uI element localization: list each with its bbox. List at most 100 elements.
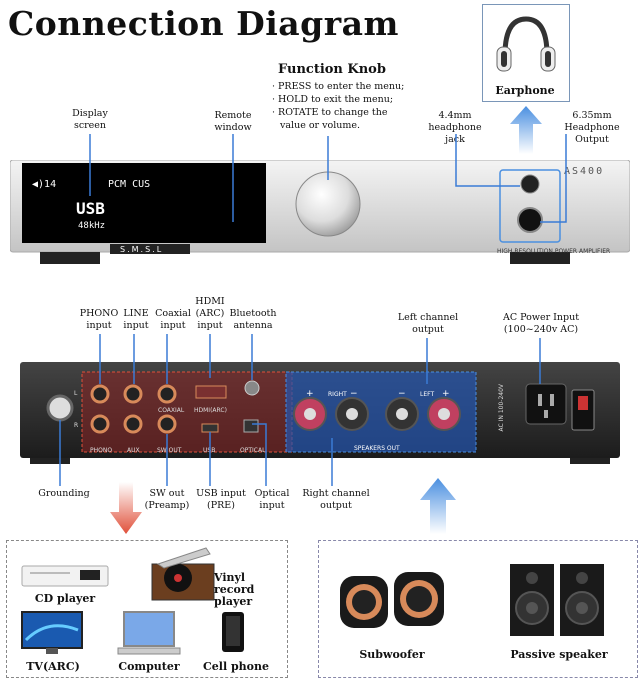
label-line: Optical [254,488,290,499]
volume-value: 14 [44,179,57,190]
label-line: Remote [214,110,252,121]
usb-input-label: USB input (PRE) [192,488,250,512]
laptop-icon [117,611,181,655]
arrow-up-icon [510,106,542,154]
panel-coaxial-text: COAXIAL [158,407,185,414]
input-indicator: USB [76,199,105,218]
panel-swout-text: SW OUT [157,447,182,454]
label-line: (PRE) [207,500,235,511]
model-label: AS400 [564,166,605,177]
label-line: SW out [149,488,185,499]
label-line: 4.4mm [438,110,472,121]
panel-right-minus: − [350,389,358,399]
cell-phone-icon [222,612,244,652]
label-line: (Preamp) [144,500,190,511]
aux-r-port [123,414,143,434]
page-title: Connection Diagram [8,4,399,43]
subwoofer-icon [340,572,444,628]
headphone-icon [496,16,556,72]
panel-optical-text: OPTICAL [240,447,266,454]
arrow-up-icon [420,478,456,534]
panel-usb-text: USB [203,447,216,454]
knob-line: · ROTATE to change the [272,107,388,118]
knob-line: · HOLD to exit the menu; [272,94,394,105]
label-line: HDMI [195,296,225,307]
source-cell-phone: Cell phone [203,660,269,673]
passive-speaker-icon [510,564,604,636]
remote-label: Remote window [206,110,260,134]
volume-indicator: ◀)14 [32,179,57,190]
label-line: 6.35mm [572,110,612,121]
label-line: window [214,122,252,133]
grounding-label: Grounding [38,488,90,499]
output-subwoofer: Subwoofer [359,648,425,661]
optical-input-label: Optical input [250,488,294,512]
panel-right-text: RIGHT [328,391,347,398]
label-line: input [86,320,112,331]
knob-line: · PRESS to enter the menu; [272,81,405,92]
panel-left-text: LEFT [420,391,435,398]
label-line: Display [72,108,108,119]
display-screen: ◀)14 PCM CUS USB 48kHz [22,163,266,243]
phono-input-label: PHONO input [76,308,122,332]
hdmi-port [195,385,227,399]
jack44-port [520,174,540,194]
label-line: Left channel [397,312,459,323]
label-line: Bluetooth [229,308,277,319]
label-line: output [320,500,352,511]
phono-l-port [90,384,110,404]
earphone-label: Earphone [495,84,555,97]
right-channel-label: Right channel output [298,488,374,512]
output-passive-speaker: Passive speaker [510,648,608,661]
knob-instructions: · PRESS to enter the menu; · HOLD to exi… [272,80,404,132]
left-channel-label: Left channel output [390,312,466,336]
outputs-box [318,540,638,678]
source-vinyl-player: Vinyl record player [214,571,255,608]
earphone-box [482,4,570,102]
jack635-label: 6.35mm Headphone Output [546,110,638,146]
label-line: LINE [123,308,149,319]
optical-port [243,419,259,433]
tv-icon [21,611,83,654]
label-line: AC Power Input [502,312,580,323]
label-line: headphone jack [428,122,482,145]
label-line: Right channel [302,488,370,499]
label-line: input [197,320,223,331]
swout-port [157,414,177,434]
label-line: Coaxial [155,308,191,319]
line-input-label: LINE input [116,308,156,332]
coaxial-input-label: Coaxial input [150,308,196,332]
panel-l-text: L [74,390,78,397]
label-line: Headphone Output [564,122,620,145]
panel-speakers-text: SPEAKERS OUT [354,445,400,452]
label-line: input [259,500,285,511]
panel-right-plus: + [306,389,314,399]
label-line: (100~240v AC) [503,324,579,335]
ac-power-label: AC Power Input (100~240v AC) [498,312,584,336]
panel-hdmi-text: HDMI(ARC) [194,407,227,414]
knob-line: value or volume. [280,120,361,131]
jack635-port [517,207,543,233]
panel-phono-text: PHONO [90,447,113,454]
ac-socket [525,383,567,425]
panel-left-plus: + [442,389,450,399]
panel-aux-text: AUX [127,447,140,454]
vinyl-player-icon [151,547,215,601]
rate-indicator: 48kHz [78,221,106,231]
bluetooth-antenna-port [244,380,260,396]
label-line: PHONO [79,308,119,319]
swout-label: SW out (Preamp) [136,488,198,512]
source-tv: TV(ARC) [26,660,80,673]
label-line: antenna [233,320,273,331]
knob-title: Function Knob [278,62,386,77]
mode-indicator: PCM CUS [108,179,151,190]
cd-player-icon [21,565,109,587]
source-cd-player: CD player [34,592,96,605]
aux-l-port [123,384,143,404]
amplifier-rear-panel [20,362,620,464]
source-computer: Computer [118,660,180,673]
coaxial-port [157,384,177,404]
hdmi-input-label: HDMI (ARC) input [190,296,230,332]
